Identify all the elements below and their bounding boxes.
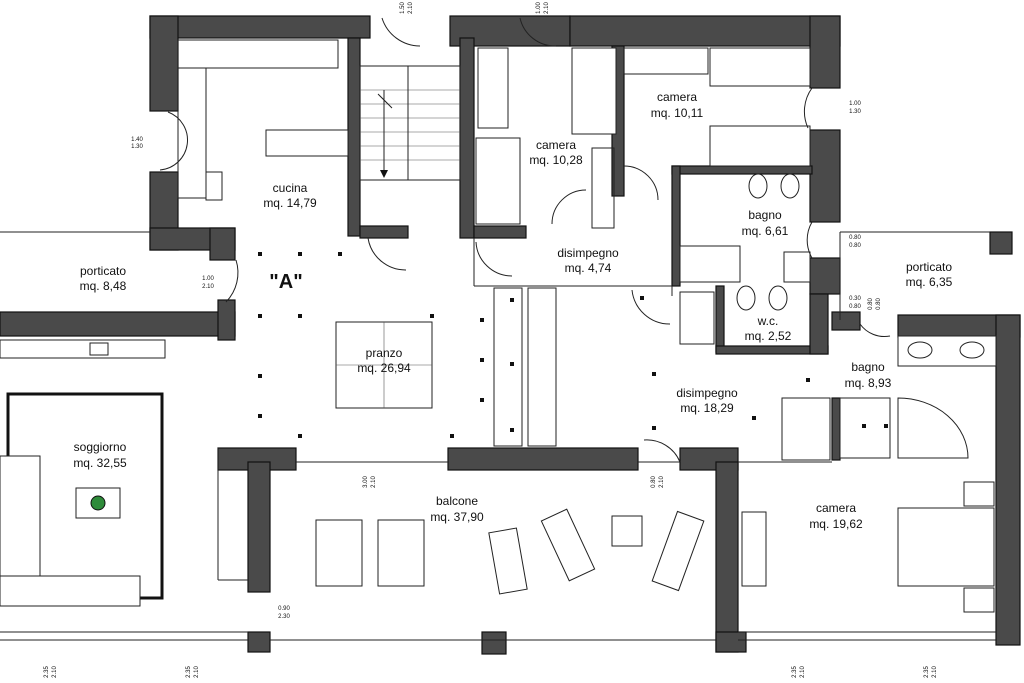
room-soggiorno-area: mq. 32,55 bbox=[73, 456, 127, 470]
wall-camera1-bottom bbox=[473, 225, 527, 239]
dim-3a: 1.40 bbox=[131, 137, 143, 143]
dim-11b: 2.30 bbox=[278, 614, 290, 620]
room-bagno1-area: mq. 6,61 bbox=[742, 224, 789, 238]
dim-1a: 1.50 bbox=[400, 2, 406, 14]
room-cucina-name: cucina bbox=[273, 181, 308, 195]
unit-tag-a: "A" bbox=[269, 271, 302, 293]
dim-15b: 2.10 bbox=[932, 666, 938, 678]
dim-13a: 2.35 bbox=[186, 666, 192, 678]
room-camera3-name: camera bbox=[816, 501, 856, 515]
dim-13b: 2.10 bbox=[194, 666, 200, 678]
dim-12a: 2.35 bbox=[44, 666, 50, 678]
wall-bagno1-left bbox=[671, 165, 681, 287]
dim-2a: 1.00 bbox=[536, 2, 542, 14]
dim-7a: 0.30 bbox=[849, 296, 861, 302]
dim-15a: 2.35 bbox=[924, 666, 930, 678]
room-camera2-name: camera bbox=[657, 90, 697, 104]
dim-6b: 0.80 bbox=[849, 243, 861, 249]
wall-kitchen-stair bbox=[347, 37, 361, 237]
dim-4b: 1.30 bbox=[849, 109, 861, 115]
wall-balcone-left-foot bbox=[247, 631, 271, 653]
dim-10b: 2.10 bbox=[659, 476, 665, 488]
wall-balcone-left bbox=[247, 461, 271, 593]
fixture-dots bbox=[258, 252, 888, 438]
wall-porticato-left bbox=[0, 311, 236, 337]
wall-kitchen-corner bbox=[209, 227, 236, 261]
wall-right-upper bbox=[809, 15, 841, 89]
wall-balcone-right bbox=[715, 461, 739, 653]
room-wc-name: w.c. bbox=[757, 314, 779, 328]
wall-wc-left bbox=[715, 285, 725, 353]
dim-12b: 2.10 bbox=[52, 666, 58, 678]
wall-stair-bottom bbox=[359, 225, 409, 239]
wall-porticato-corner bbox=[217, 299, 236, 341]
room-camera1-area: mq. 10,28 bbox=[529, 153, 583, 167]
outlines bbox=[0, 17, 997, 641]
room-disimpegno1-name: disimpegno bbox=[557, 246, 619, 260]
room-porticato-left-name: porticato bbox=[80, 264, 126, 278]
room-bagno2-area: mq. 8,93 bbox=[845, 376, 892, 390]
wall-bagno1-top bbox=[671, 165, 813, 175]
dim-6a: 0.80 bbox=[849, 235, 861, 241]
room-wc-area: mq. 2,52 bbox=[745, 329, 792, 343]
dim-10a: 0.80 bbox=[651, 476, 657, 488]
wall-top-camera2 bbox=[569, 15, 841, 47]
room-pranzo-area: mq. 26,94 bbox=[357, 361, 411, 375]
room-disimpegno2-area: mq. 18,29 bbox=[680, 401, 734, 415]
room-balcone-area: mq. 37,90 bbox=[430, 510, 484, 524]
room-cucina-area: mq. 14,79 bbox=[263, 196, 317, 210]
wall-bagno2-left bbox=[831, 397, 841, 461]
dim-3b: 1.30 bbox=[131, 144, 143, 150]
wall-bagno2-corner bbox=[831, 311, 861, 331]
room-bagno2-name: bagno bbox=[851, 360, 885, 374]
wall-top-kitchen bbox=[149, 15, 371, 39]
wall-wc-right bbox=[809, 293, 829, 355]
dim-14b: 2.10 bbox=[800, 666, 806, 678]
dim-4a: 1.00 bbox=[849, 101, 861, 107]
dimension-labels: 1.50 2.10 1.00 2.10 1.40 1.30 1.00 1.30 … bbox=[44, 2, 938, 678]
dim-7b: 0.80 bbox=[849, 304, 861, 310]
dim-9b: 2.10 bbox=[371, 476, 377, 488]
column-bottom bbox=[481, 631, 507, 655]
wall-right-lower bbox=[809, 257, 841, 295]
dim-9a: 3.00 bbox=[363, 476, 369, 488]
dim-2b: 2.10 bbox=[544, 2, 550, 14]
dim-8a: 0.80 bbox=[868, 298, 874, 310]
room-disimpegno1-area: mq. 4,74 bbox=[565, 261, 612, 275]
room-camera3-area: mq. 19,62 bbox=[809, 517, 863, 531]
room-disimpegno2-name: disimpegno bbox=[676, 386, 738, 400]
wall-balcone-mid-top bbox=[447, 447, 639, 471]
room-soggiorno-name: soggiorno bbox=[74, 440, 127, 454]
dim-14a: 2.35 bbox=[792, 666, 798, 678]
dim-11a: 0.90 bbox=[278, 606, 290, 612]
room-camera1-name: camera bbox=[536, 138, 576, 152]
room-porticato-right-area: mq. 6,35 bbox=[906, 275, 953, 289]
dim-5b: 2.10 bbox=[202, 284, 214, 290]
column-right bbox=[989, 231, 1013, 255]
room-porticato-left-area: mq. 8,48 bbox=[80, 279, 127, 293]
wall-stair-camera bbox=[459, 37, 475, 239]
wall-right-outer bbox=[995, 314, 1021, 646]
room-pranzo-name: pranzo bbox=[366, 346, 403, 360]
dim-8b: 0.80 bbox=[876, 298, 882, 310]
dim-1b: 2.10 bbox=[408, 2, 414, 14]
wall-kitchen-left-upper bbox=[149, 15, 179, 112]
walls bbox=[0, 15, 1021, 655]
room-balcone-name: balcone bbox=[436, 494, 478, 508]
room-porticato-right-name: porticato bbox=[906, 260, 952, 274]
room-bagno1-name: bagno bbox=[748, 208, 782, 222]
wall-camera3-bottom-left bbox=[715, 631, 747, 653]
wall-right-middle bbox=[809, 129, 841, 223]
dim-5a: 1.00 bbox=[202, 276, 214, 282]
room-camera2-area: mq. 10,11 bbox=[651, 106, 704, 120]
